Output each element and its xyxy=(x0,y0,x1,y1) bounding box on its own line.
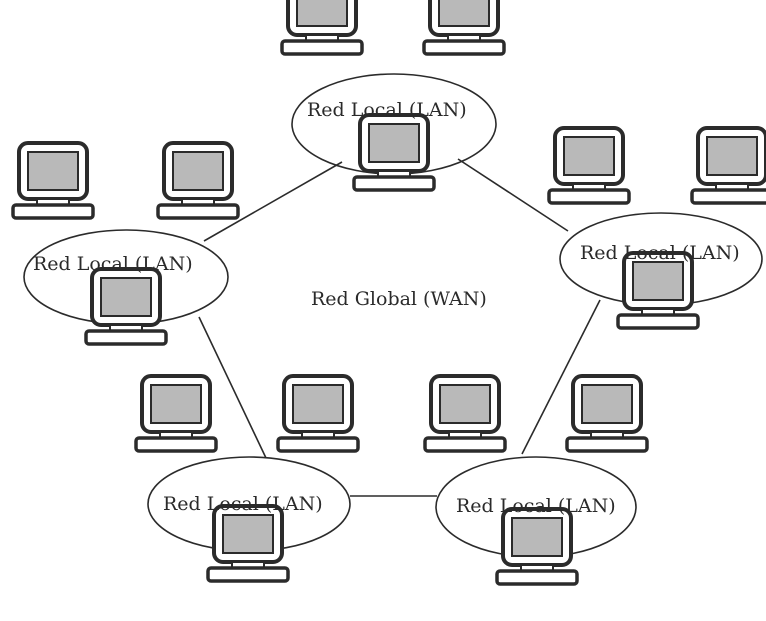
computer-icon xyxy=(565,374,649,453)
computer-icon xyxy=(690,126,766,205)
lan-label-bottom-right: Red Local (LAN) xyxy=(456,495,616,517)
screen-icon xyxy=(563,136,615,176)
computer-icon xyxy=(11,141,95,220)
keyboard-icon xyxy=(206,566,290,583)
screen-icon xyxy=(172,151,224,191)
screen-icon xyxy=(222,514,274,554)
screen-icon xyxy=(368,123,420,163)
lan-top xyxy=(280,0,506,192)
screen-icon xyxy=(438,0,490,27)
screen-icon xyxy=(296,0,348,27)
wan-label: Red Global (WAN) xyxy=(311,288,487,310)
computer-icon xyxy=(206,504,290,583)
screen-icon xyxy=(511,517,563,557)
computer-icon xyxy=(276,374,360,453)
computer-icon xyxy=(134,374,218,453)
lan-label-top: Red Local (LAN) xyxy=(307,99,467,121)
computer-icon xyxy=(352,113,436,192)
keyboard-icon xyxy=(156,203,240,220)
wan-link-top-right xyxy=(457,158,569,232)
keyboard-icon xyxy=(11,203,95,220)
keyboard-icon xyxy=(134,436,218,453)
screen-icon xyxy=(27,151,79,191)
screen-icon xyxy=(706,136,758,176)
lan-left xyxy=(11,141,240,346)
computer-icon xyxy=(156,141,240,220)
screen-icon xyxy=(581,384,633,424)
lan-label-bottom-left: Red Local (LAN) xyxy=(163,493,323,515)
keyboard-icon xyxy=(495,569,579,586)
lan-label-left: Red Local (LAN) xyxy=(33,253,193,275)
keyboard-icon xyxy=(690,188,766,205)
computer-icon xyxy=(423,374,507,453)
keyboard-icon xyxy=(616,313,700,330)
computer-icon xyxy=(422,0,506,56)
wan-links xyxy=(198,158,601,497)
keyboard-icon xyxy=(276,436,360,453)
screen-icon xyxy=(439,384,491,424)
screen-icon xyxy=(150,384,202,424)
lan-bottom-right xyxy=(423,374,649,586)
lan-label-right: Red Local (LAN) xyxy=(580,242,740,264)
screen-icon xyxy=(100,277,152,317)
lan-right xyxy=(547,126,766,330)
keyboard-icon xyxy=(84,329,168,346)
screen-icon xyxy=(292,384,344,424)
keyboard-icon xyxy=(423,436,507,453)
keyboard-icon xyxy=(422,39,506,56)
wan-link-right-bottom-right xyxy=(521,299,601,455)
wan-link-left-bottom-left xyxy=(198,316,267,459)
keyboard-icon xyxy=(352,175,436,192)
lan-bottom-left xyxy=(134,374,360,583)
computer-icon xyxy=(547,126,631,205)
computer-icon xyxy=(280,0,364,56)
keyboard-icon xyxy=(565,436,649,453)
computer-icon xyxy=(616,251,700,330)
keyboard-icon xyxy=(280,39,364,56)
wan-link-top-left xyxy=(203,161,343,242)
computer-icon xyxy=(495,507,579,586)
keyboard-icon xyxy=(547,188,631,205)
computer-icon xyxy=(84,267,168,346)
screen-icon xyxy=(632,261,684,301)
